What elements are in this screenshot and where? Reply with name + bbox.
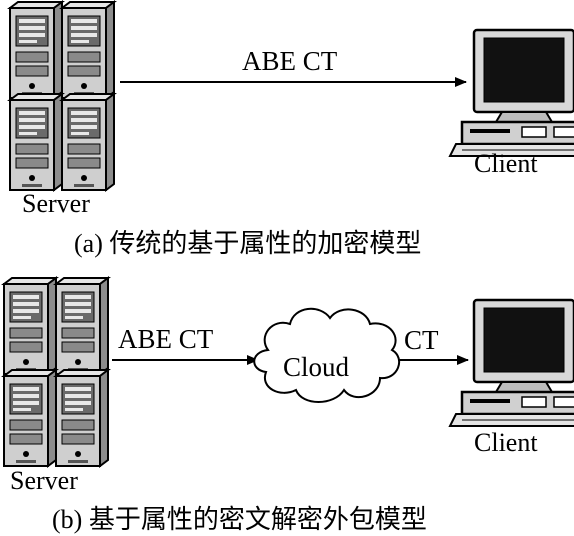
cloud-label: Cloud <box>283 352 350 382</box>
arrow1-label: ABE CT <box>118 324 214 354</box>
desktop-computer-icon <box>448 28 574 158</box>
server-label: Server <box>10 466 78 495</box>
caption-a: (a) 传统的基于属性的加密模型 <box>74 229 421 258</box>
client-label: Client <box>474 428 538 457</box>
desktop-computer-icon <box>448 298 574 428</box>
caption-b: (b) 基于属性的密文解密外包模型 <box>52 505 427 534</box>
arrow-label: ABE CT <box>242 46 338 76</box>
server-label: Server <box>22 189 90 218</box>
panel-b: Server ABE CT Cloud CT Client (b) 基于属性的密… <box>4 278 574 534</box>
server-rack-icon <box>10 2 114 190</box>
server-rack-icon <box>4 278 108 466</box>
cloud-icon <box>253 308 401 403</box>
arrow2-label: CT <box>404 325 439 355</box>
client-label: Client <box>474 149 538 178</box>
panel-a: Server ABE CT Client (a) 传统的基于属性的加密模型 <box>10 2 574 258</box>
